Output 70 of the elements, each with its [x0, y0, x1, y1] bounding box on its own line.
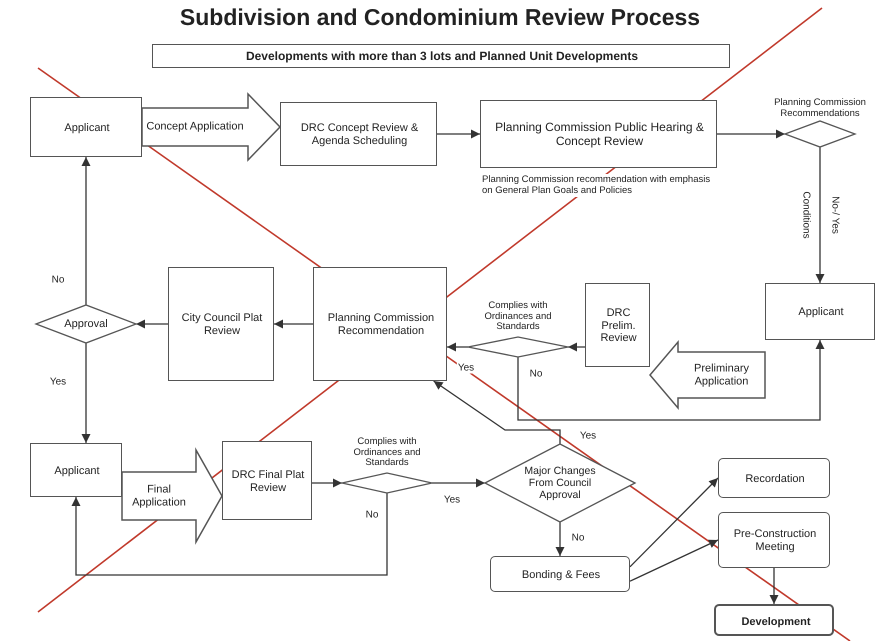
edge-label: No-/ Yes — [830, 195, 840, 235]
block-arrow — [121, 447, 223, 545]
arrow — [274, 320, 313, 328]
decision-diamond — [36, 305, 136, 343]
arrow — [432, 478, 485, 488]
node-label: Developments with more than 3 lots and Planned Unit Developments — [246, 50, 638, 64]
node-label: Major Changes From Council Approval — [523, 464, 597, 502]
node-label: Approval — [64, 318, 108, 330]
arrow — [717, 130, 785, 138]
arrow — [72, 493, 388, 576]
node-label: Pre-Construction Meeting — [732, 528, 818, 554]
process-box — [480, 100, 717, 168]
diagram-title: Subdivision and Condominium Review Process — [178, 4, 702, 31]
arrow — [517, 340, 824, 421]
decision-diamond — [485, 444, 635, 522]
node-label: DRC Final Plat Review — [230, 468, 306, 494]
process-box — [222, 441, 312, 520]
arrow — [630, 539, 718, 582]
edge-label: No — [570, 532, 586, 544]
arrow — [447, 342, 468, 352]
block-arrow — [649, 340, 766, 410]
side-label: Conditions — [800, 190, 812, 240]
node-label: DRC Prelim. Review — [599, 307, 638, 345]
process-box — [30, 97, 142, 157]
arrow — [568, 342, 585, 352]
arrow — [630, 478, 718, 568]
process-box — [718, 512, 830, 568]
process-box — [714, 604, 834, 636]
node-label: Development — [741, 616, 811, 628]
arrow — [82, 157, 90, 305]
process-box — [30, 443, 122, 497]
node-label: City Council Plat Review — [180, 312, 264, 338]
edge-label: Final Application — [131, 483, 187, 509]
arrow — [82, 343, 90, 443]
node-label: Planning Commission Public Hearing & Concept Review — [494, 121, 705, 149]
process-box — [490, 556, 630, 592]
edge-label: No — [364, 510, 380, 520]
edge-label: Concept Application — [145, 120, 245, 134]
arrow — [770, 568, 778, 604]
edge-label: Yes — [48, 376, 68, 388]
node-label: Planning Commission Recommendation — [326, 312, 436, 338]
process-box — [585, 283, 650, 367]
arrow — [433, 380, 561, 444]
process-box — [313, 267, 447, 381]
process-box — [718, 458, 830, 498]
edge-label: No — [50, 274, 66, 286]
arrow — [556, 522, 564, 556]
arrow — [312, 478, 342, 488]
edge-label: Yes — [456, 362, 476, 374]
decision-heading: Complies with Ordinances and Standards — [352, 436, 422, 470]
process-box — [280, 102, 437, 166]
block-arrow — [141, 92, 282, 162]
arrow — [816, 147, 824, 283]
decision-heading: Planning Commission Recommendations — [773, 98, 867, 120]
arrow — [136, 320, 168, 328]
process-box — [765, 283, 875, 340]
process-box — [168, 267, 274, 381]
edge-label: Yes — [442, 494, 462, 506]
node-label: Applicant — [54, 464, 100, 478]
process-box — [152, 44, 730, 68]
arrow — [437, 130, 480, 138]
node-label: Recordation — [745, 472, 805, 486]
edge-label: Preliminary Application — [692, 362, 750, 388]
node-label: Bonding & Fees — [522, 568, 600, 582]
edge-label: No — [528, 368, 544, 380]
edge-label: Yes — [578, 430, 598, 442]
node-label: Applicant — [64, 122, 110, 134]
node-label: Applicant — [798, 306, 844, 319]
decision-heading: Complies with Ordinances and Standards — [483, 300, 553, 334]
node-label: DRC Concept Review & Agenda Scheduling — [300, 122, 420, 148]
